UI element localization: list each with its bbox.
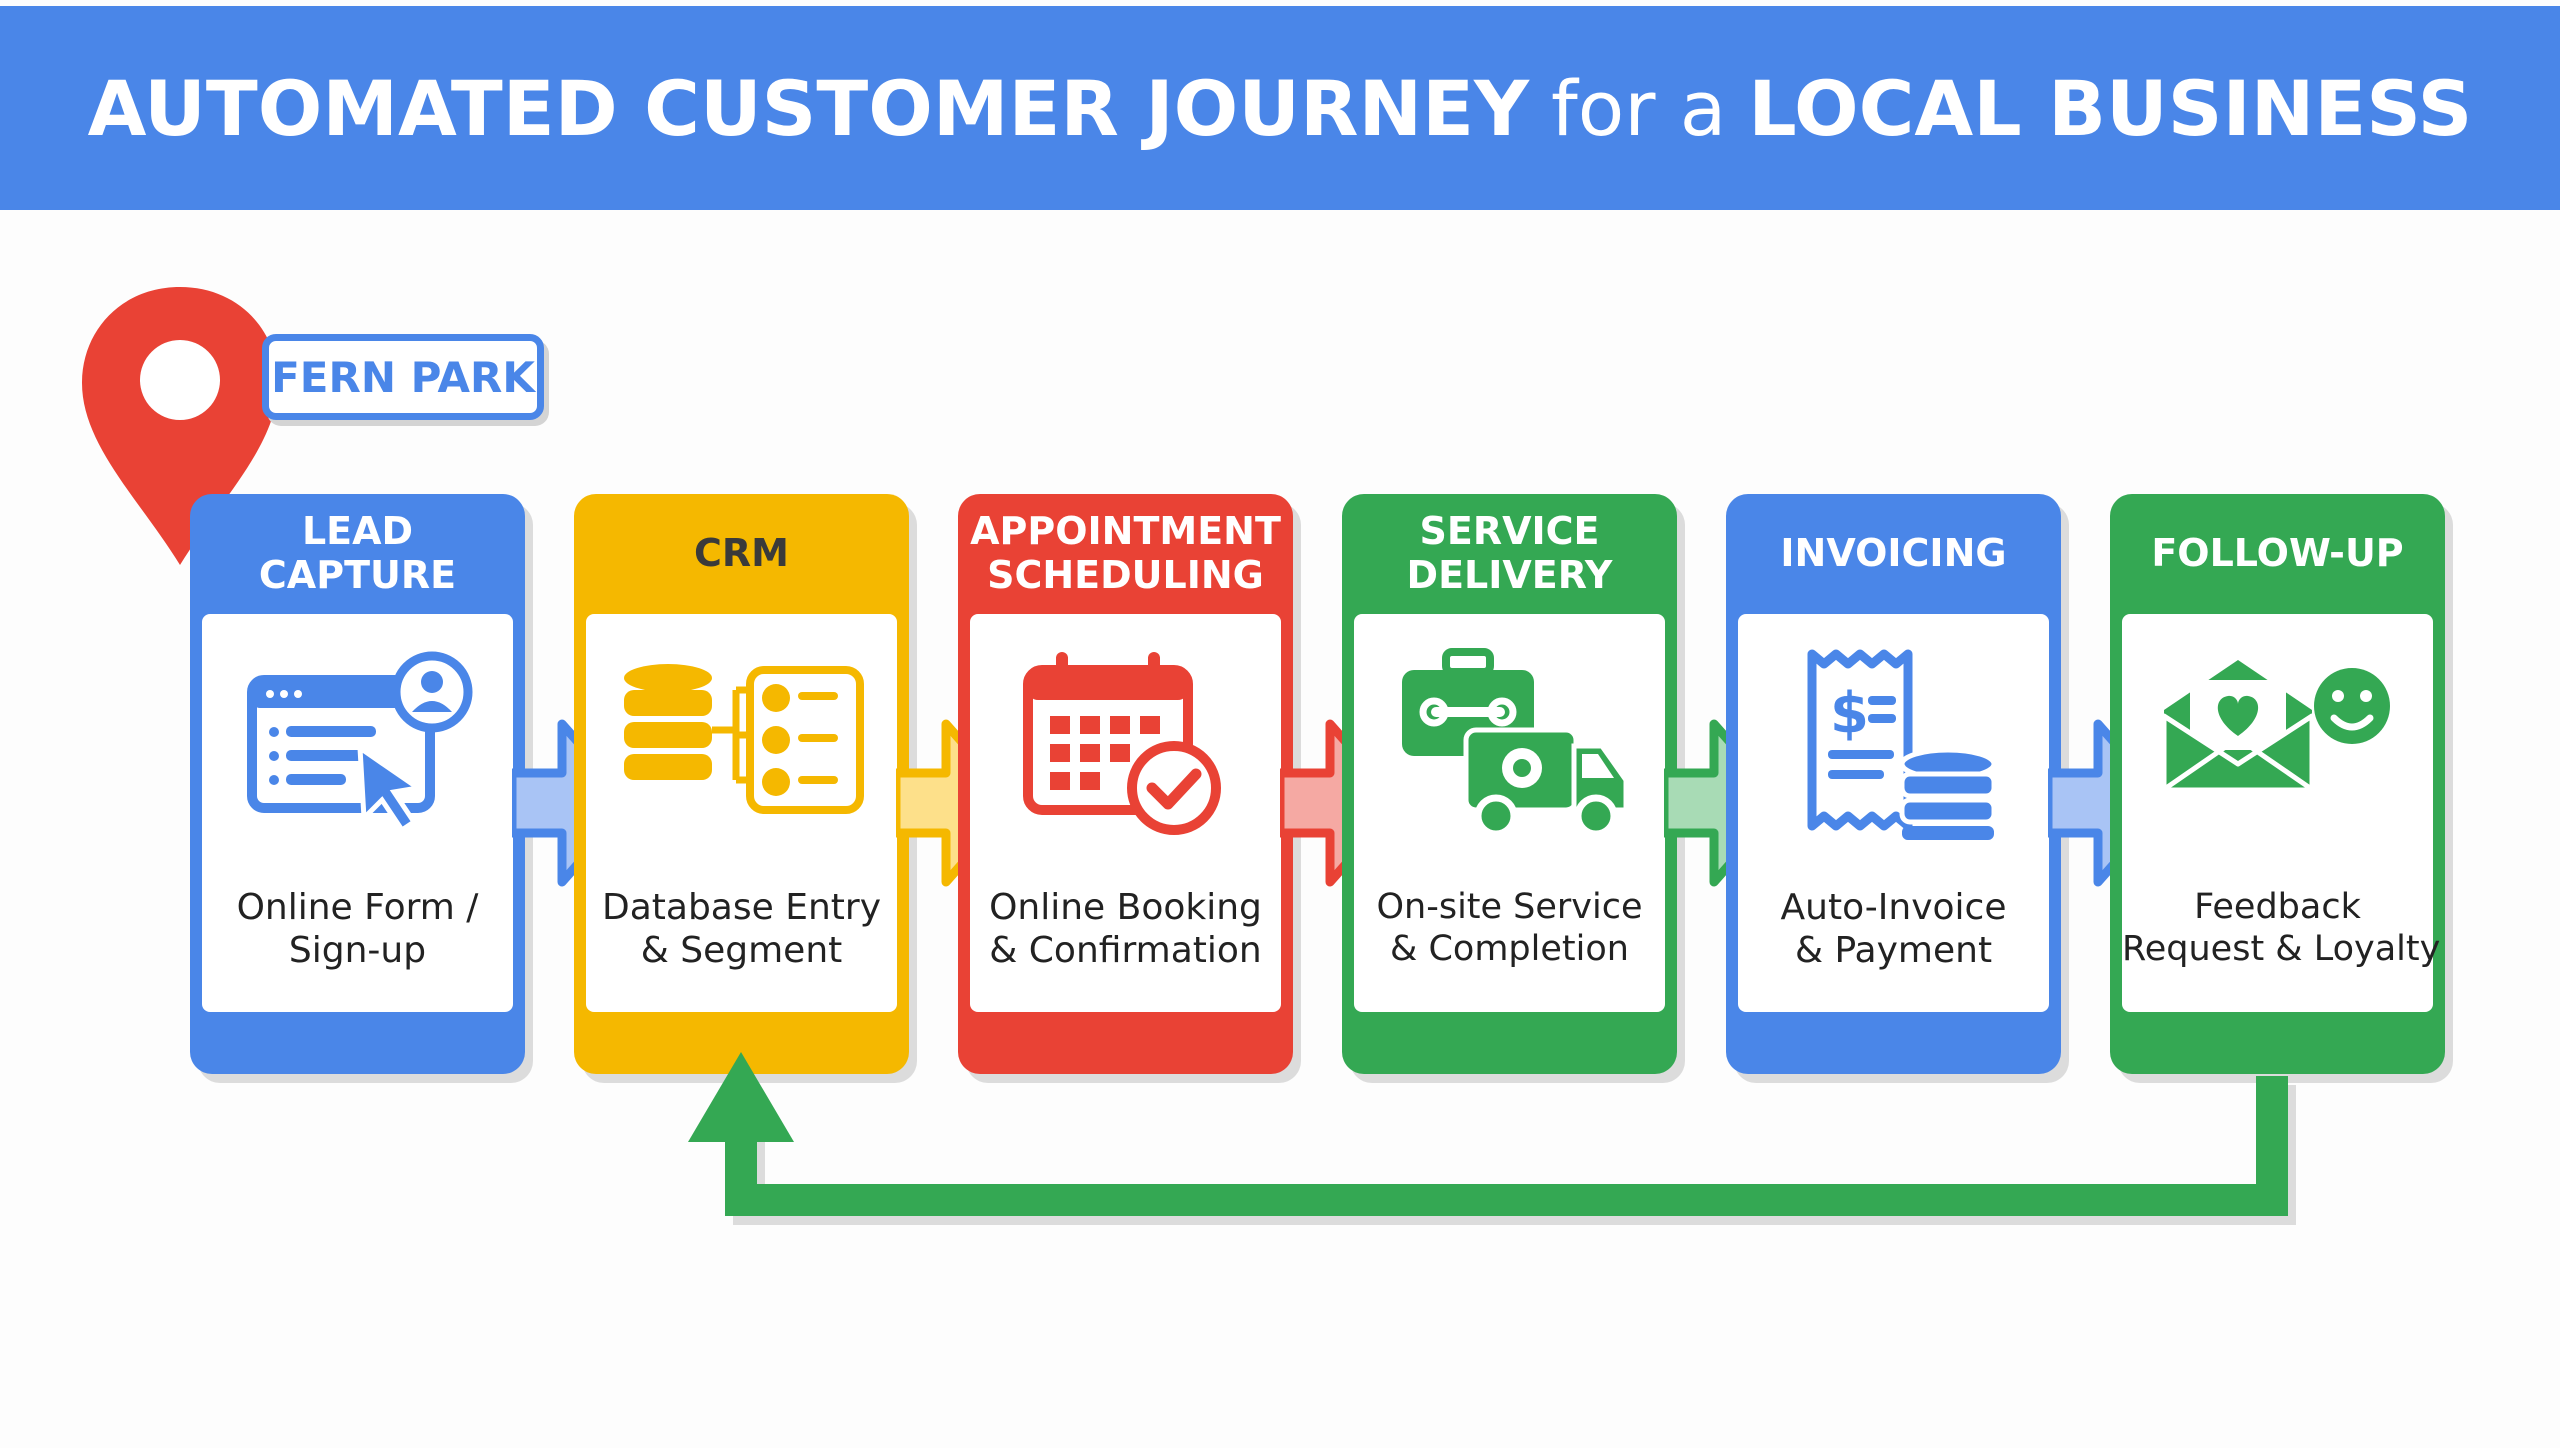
step-description-line-1: Feedback	[2194, 887, 2361, 927]
map-pin-icon	[82, 287, 278, 565]
step-heading: LEAD CAPTURE	[190, 494, 525, 614]
step-description: Online Form / Sign-up	[202, 886, 513, 972]
step-description-line-2: & Payment	[1794, 930, 1993, 972]
step-invoicing: INVOICING $ Auto-Invoice & Payment	[1726, 494, 2061, 1074]
step-description-line-2: & Completion	[1390, 929, 1629, 969]
step-follow-up: FOLLOW-UP Feedback Request & Loyalty	[2110, 494, 2445, 1074]
step-heading: FOLLOW-UP	[2110, 494, 2445, 614]
step-service-delivery: SERVICE DELIVERY On-site Service & Compl…	[1342, 494, 1677, 1074]
database-contacts-icon	[624, 664, 864, 814]
step-body: Database Entry & Segment	[586, 614, 897, 1012]
step-description-line-1: Auto-Invoice	[1780, 887, 2007, 928]
step-appointment-scheduling: APPOINTMENT SCHEDULING Online Booking & …	[958, 494, 1293, 1074]
step-heading: SERVICE DELIVERY	[1342, 494, 1677, 614]
step-body: $ Auto-Invoice & Payment	[1738, 614, 2049, 1012]
step-description: Auto-Invoice & Payment	[1738, 886, 2049, 972]
toolbox-van-icon	[1402, 648, 1629, 838]
location-label: FERN PARK	[262, 334, 544, 420]
step-description-line-2: Request & Loyalty	[2122, 929, 2441, 969]
svg-text:$: $	[1830, 681, 1869, 746]
step-description-line-2: Sign-up	[288, 930, 427, 972]
step-description-line-1: On-site Service	[1376, 887, 1643, 927]
calendar-check-icon	[1023, 652, 1221, 835]
step-crm: CRM Database Entry & Segment	[574, 494, 909, 1074]
step-description-line-2: & Confirmation	[989, 930, 1262, 972]
title-part-3: LOCAL BUSINESS	[1748, 63, 2473, 153]
step-heading-text: INVOICING	[1780, 531, 2007, 576]
step-heading: APPOINTMENT SCHEDULING	[958, 494, 1293, 614]
step-description: Feedback Request & Loyalty	[2122, 886, 2441, 970]
web-form-icon	[247, 651, 473, 834]
step-description-line-2: & Segment	[640, 930, 843, 972]
step-body: On-site Service & Completion	[1354, 614, 1665, 1012]
step-heading-text: APPOINTMENT SCHEDULING	[970, 509, 1281, 597]
step-body: Feedback Request & Loyalty	[2122, 614, 2441, 1012]
title-part-2: for a	[1551, 63, 1727, 153]
title-banner: AUTOMATED CUSTOMER JOURNEY for a LOCAL B…	[0, 6, 2560, 210]
step-body: Online Form / Sign-up	[202, 614, 513, 1012]
step-description-line-1: Database Entry	[602, 887, 881, 928]
step-heading: INVOICING	[1726, 494, 2061, 614]
step-description: Database Entry & Segment	[586, 886, 897, 972]
step-description: On-site Service & Completion	[1354, 886, 1665, 970]
step-description-line-1: Online Form /	[236, 887, 479, 928]
step-body: Online Booking & Confirmation	[970, 614, 1281, 1012]
step-heading-text: FOLLOW-UP	[2151, 531, 2404, 576]
step-heading-text: LEAD CAPTURE	[258, 509, 457, 597]
step-description: Online Booking & Confirmation	[970, 886, 1281, 972]
step-heading-text: SERVICE DELIVERY	[1406, 509, 1613, 597]
step-description-line-1: Online Booking	[989, 887, 1262, 928]
step-heading: CRM	[574, 494, 909, 614]
step-heading-text: CRM	[694, 531, 789, 576]
step-lead-capture: LEAD CAPTURE Online Form / Sign-up	[190, 494, 525, 1074]
heart-envelope-smiley-icon	[2161, 660, 2390, 793]
invoice-coins-icon: $	[1807, 649, 1997, 840]
title-part-1: AUTOMATED CUSTOMER JOURNEY	[87, 63, 1530, 153]
